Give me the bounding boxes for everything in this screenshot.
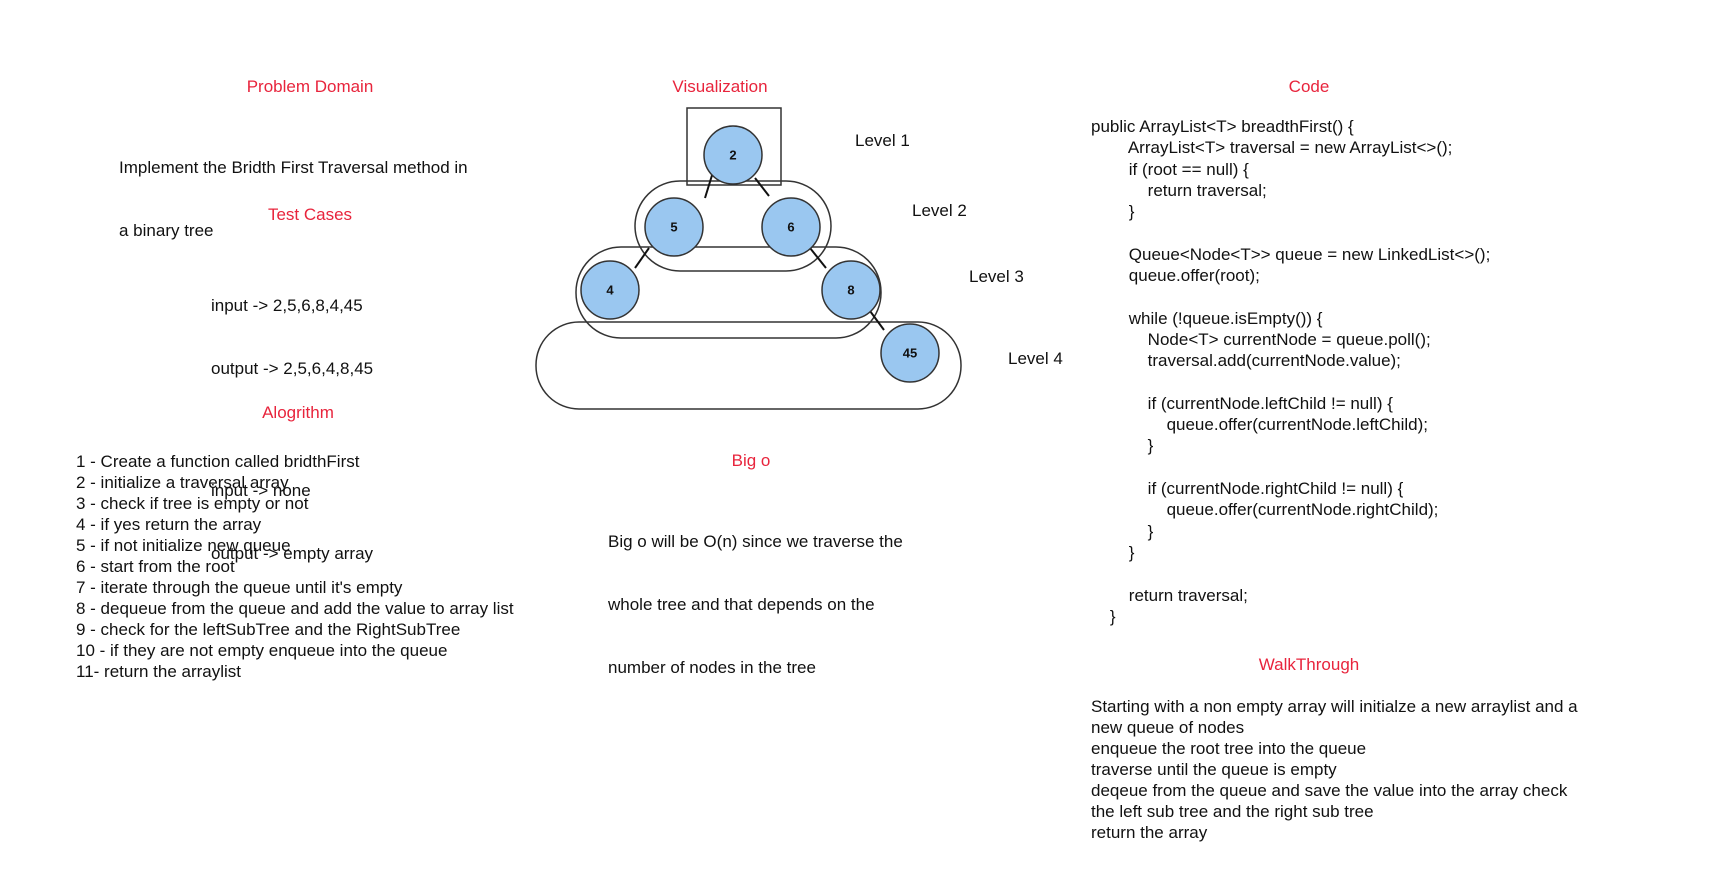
walkthrough-line: traverse until the queue is empty	[1091, 760, 1337, 779]
code-line: }	[1091, 202, 1135, 222]
test-cases-text: input -> 2,5,6,8,4,45 output -> 2,5,6,4,…	[211, 253, 373, 585]
level-4-group	[535, 321, 962, 410]
problem-domain-heading: Problem Domain	[246, 77, 374, 96]
code-line: return traversal;	[1091, 180, 1267, 200]
code-line: }	[1091, 606, 1116, 626]
node-4-label: 4	[606, 283, 614, 298]
code-line: Queue<Node<T>> queue = new LinkedList<>(…	[1091, 244, 1491, 264]
problem-line: a binary tree	[119, 221, 214, 240]
level-3-label: Level 3	[969, 267, 1024, 286]
walkthrough-line: new queue of nodes	[1091, 718, 1245, 737]
code-line: if (root == null) {	[1091, 159, 1249, 179]
code-block: public ArrayList<T> breadthFirst() { Arr…	[1091, 116, 1490, 627]
visualization-heading: Visualization	[672, 77, 768, 96]
algorithm-steps: 1 - Create a function called bridthFirst…	[76, 451, 514, 682]
big-o-text: Big o will be O(n) since we traverse the…	[608, 489, 903, 699]
node-6	[761, 197, 821, 257]
walkthrough-text: Starting with a non empty array will ini…	[1091, 696, 1578, 843]
big-o-heading: Big o	[731, 451, 771, 470]
algorithm-step: 1 - Create a function called bridthFirst	[76, 452, 360, 471]
algorithm-step: 11- return the arraylist	[76, 662, 242, 681]
level-1-box	[686, 107, 782, 186]
node-2-label: 2	[729, 148, 736, 163]
code-line: queue.offer(root);	[1091, 266, 1260, 286]
node-45	[880, 323, 940, 383]
code-line: ArrayList<T> traversal = new ArrayList<>…	[1091, 138, 1453, 158]
code-line: }	[1091, 521, 1154, 541]
test-cases-heading: Test Cases	[267, 205, 353, 224]
edge-6-8	[809, 247, 827, 269]
code-line: traversal.add(currentNode.value);	[1091, 351, 1401, 371]
node-5	[644, 197, 704, 257]
code-line: queue.offer(currentNode.rightChild);	[1091, 500, 1439, 520]
code-line: while (!queue.isEmpty()) {	[1091, 308, 1323, 328]
edge-2-6	[754, 177, 770, 197]
node-8	[821, 260, 881, 320]
walkthrough-line: return the array	[1091, 823, 1208, 842]
level-1-label: Level 1	[855, 131, 910, 150]
big-o-line: Big o will be O(n) since we traverse the	[608, 532, 903, 551]
node-4	[580, 260, 640, 320]
level-2-label: Level 2	[912, 201, 967, 220]
level-3-group	[575, 246, 882, 339]
edge-2-5	[704, 171, 714, 199]
code-line: public ArrayList<T> breadthFirst() {	[1091, 117, 1354, 136]
big-o-line: number of nodes in the tree	[608, 658, 816, 677]
algorithm-step: 3 - check if tree is empty or not	[76, 494, 309, 513]
algorithm-step: 5 - if not initialize new queue	[76, 536, 291, 555]
code-line: }	[1091, 542, 1135, 562]
walkthrough-line: enqueue the root tree into the queue	[1091, 739, 1367, 758]
algorithm-step: 2 - initialize a traversal array	[76, 473, 289, 492]
code-line	[1091, 222, 1490, 243]
problem-line: Implement the Bridth First Traversal met…	[119, 158, 468, 177]
walkthrough-line: Starting with a non empty array will ini…	[1091, 697, 1578, 716]
node-5-label: 5	[670, 220, 677, 235]
algorithm-step: 9 - check for the leftSubTree and the Ri…	[76, 620, 461, 639]
algorithm-step: 7 - iterate through the queue until it's…	[76, 578, 403, 597]
edge-5-4	[634, 247, 650, 269]
algorithm-heading: Alogrithm	[262, 403, 334, 422]
problem-domain-text: Implement the Bridth First Traversal met…	[119, 115, 468, 262]
code-line: }	[1091, 436, 1154, 456]
code-line: if (currentNode.leftChild != null) {	[1091, 393, 1393, 413]
code-line: Node<T> currentNode = queue.poll();	[1091, 329, 1431, 349]
walkthrough-line: deqeue from the queue and save the value…	[1091, 781, 1568, 800]
code-line	[1091, 372, 1490, 393]
code-line	[1091, 286, 1490, 307]
code-line	[1091, 457, 1490, 478]
algorithm-step: 4 - if yes return the array	[76, 515, 262, 534]
test-case-output: output -> empty array	[211, 544, 374, 563]
code-line: queue.offer(currentNode.leftChild);	[1091, 415, 1429, 435]
walkthrough-heading: WalkThrough	[1258, 655, 1360, 674]
code-line: return traversal;	[1091, 585, 1248, 605]
test-case-input: input -> 2,5,6,8,4,45	[211, 296, 363, 315]
test-case-output: output -> 2,5,6,4,8,45	[211, 359, 374, 378]
node-45-label: 45	[903, 346, 917, 361]
edge-8-45	[869, 310, 885, 331]
node-8-label: 8	[847, 283, 854, 298]
algorithm-step: 10 - if they are not empty enqueue into …	[76, 641, 448, 660]
node-6-label: 6	[787, 220, 794, 235]
algorithm-step: 8 - dequeue from the queue and add the v…	[76, 599, 514, 618]
algorithm-step: 6 - start from the root	[76, 557, 235, 576]
test-case-input: input -> none	[211, 481, 311, 500]
level-2-group	[634, 180, 832, 272]
code-heading: Code	[1288, 77, 1330, 96]
code-line: if (currentNode.rightChild != null) {	[1091, 479, 1404, 499]
big-o-line: whole tree and that depends on the	[608, 595, 875, 614]
code-line	[1091, 563, 1490, 584]
level-4-label: Level 4	[1008, 349, 1063, 368]
walkthrough-line: the left sub tree and the right sub tree	[1091, 802, 1374, 821]
node-2	[703, 125, 763, 185]
